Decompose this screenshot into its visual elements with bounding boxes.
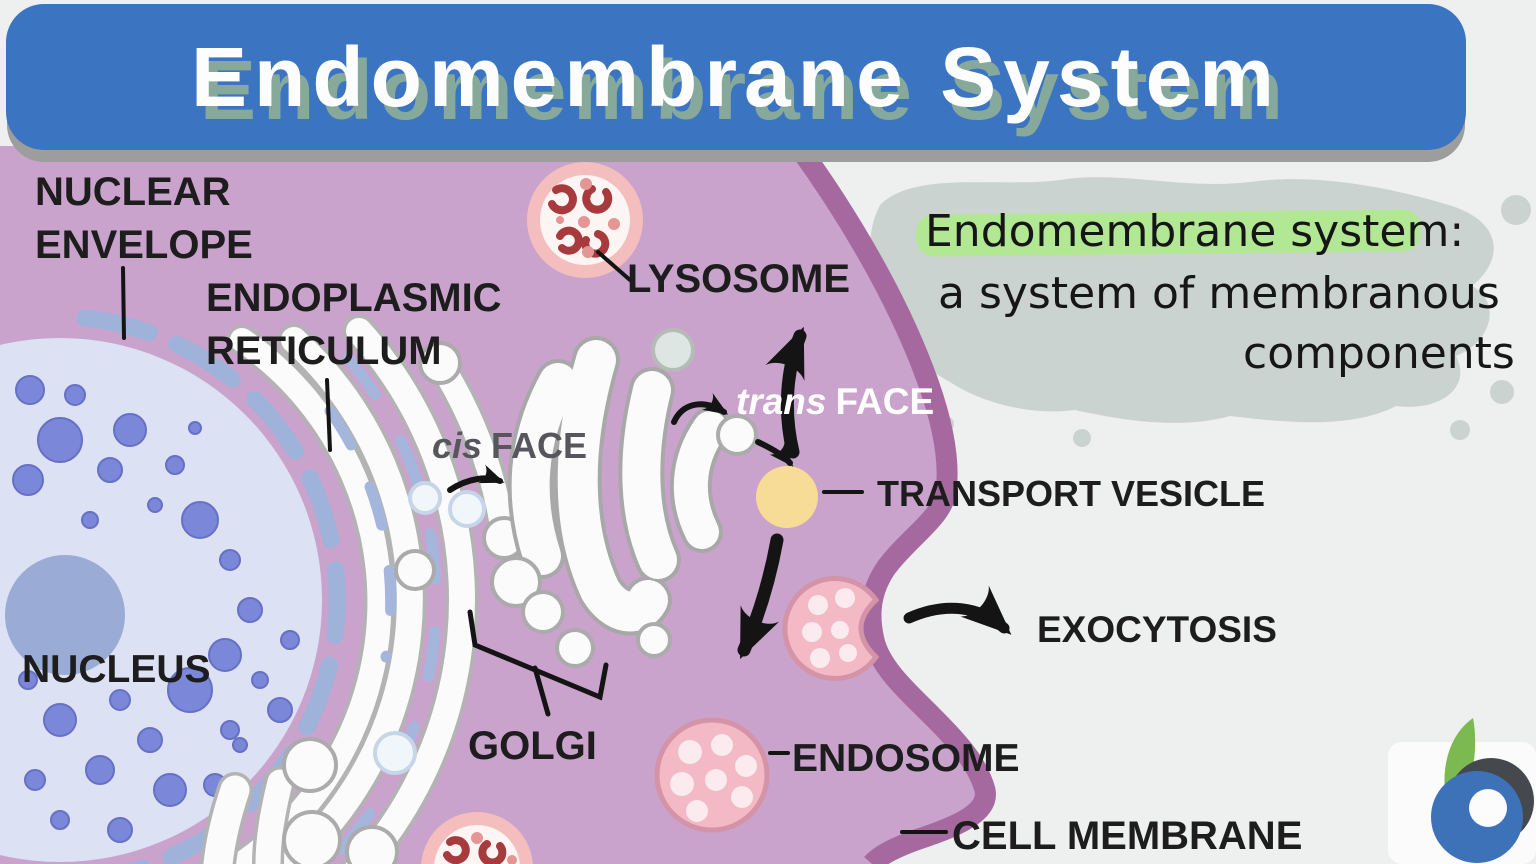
- label-lysosome: LYSOSOME: [627, 257, 851, 301]
- arrow-exocytosis: [903, 585, 1012, 635]
- leader-lysosome: [596, 250, 632, 282]
- golgi-vesicles: [490, 414, 758, 668]
- label-nucleus: NUCLEUS: [22, 648, 211, 691]
- label-exocytosis: EXOCYTOSIS: [1037, 609, 1277, 650]
- lysosome-shape: [527, 162, 643, 278]
- golgi-apparatus-shape: [373, 328, 758, 775]
- title-banner: Endomembrane System: [6, 4, 1466, 150]
- endosome-shape: [654, 717, 770, 833]
- cis-rest: FACE: [491, 425, 588, 466]
- trans-italic: trans: [736, 381, 827, 422]
- cell-membrane-shape: [789, 139, 996, 864]
- logo-b-hole: [1469, 789, 1507, 827]
- definition-line-2: a system of membranous: [938, 268, 1500, 319]
- label-cell-membrane: CELL MEMBRANE: [952, 814, 1303, 858]
- nucleus-shape: [0, 338, 322, 862]
- exocytosis-vesicle-shape: [782, 576, 880, 681]
- secretory-vesicle: [651, 328, 695, 372]
- leader-nuclear-envelope: [121, 266, 126, 340]
- arrow-cis-face: [447, 464, 505, 493]
- label-nuclear-envelope: NUCLEAR ENVELOPE: [35, 170, 253, 267]
- trans-rest: FACE: [835, 381, 935, 422]
- arrow-trans-to-vesicle: [755, 439, 794, 467]
- nuclear-envelope-shape: [76, 309, 346, 864]
- definition-line-1: Endomembrane system:: [925, 206, 1465, 257]
- golgi-bracket: [467, 609, 609, 717]
- leader-er: [325, 378, 332, 452]
- label-transport-vesicle: TRANSPORT VESICLE: [877, 473, 1266, 514]
- chromatin-dots: [12, 375, 300, 843]
- page-title: Endomembrane System: [191, 29, 1281, 124]
- arrow-to-endosome: [737, 533, 784, 660]
- leader-lines: [121, 250, 948, 834]
- nucleolus: [5, 555, 125, 675]
- arrow-to-lysosome: [765, 326, 807, 459]
- cis-italic: cis: [432, 425, 483, 466]
- er-vesicles: [282, 341, 526, 864]
- transport-vesicle-shape: [756, 466, 818, 528]
- label-endoplasmic-reticulum: ENDOPLASMIC RETICULUM: [206, 276, 502, 373]
- lysosome-bottom-shape: [421, 812, 533, 864]
- definition-line-3: components: [1243, 328, 1515, 379]
- endoplasmic-reticulum-shape: [200, 314, 526, 864]
- brand-logo: [1388, 718, 1536, 864]
- flow-arrows: [447, 326, 1012, 660]
- arrow-golgi-to-trans: [671, 392, 729, 425]
- cis-vesicles: [373, 481, 486, 775]
- label-golgi: GOLGI: [468, 724, 597, 768]
- label-endosome: ENDOSOME: [792, 737, 1020, 780]
